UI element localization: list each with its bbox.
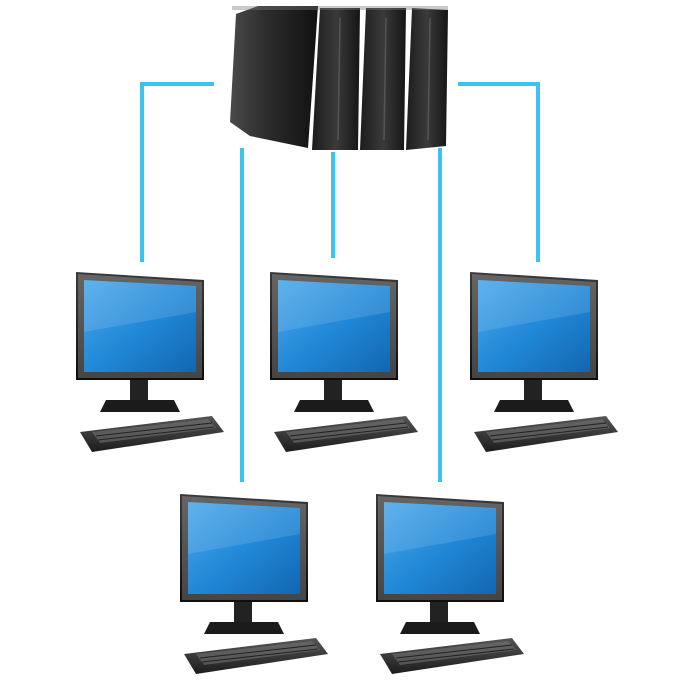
desktop-computer-icon <box>376 494 525 675</box>
server-unit <box>312 8 360 150</box>
desktop-computer-icon <box>180 494 329 675</box>
connection-line-workstation-1 <box>140 82 214 262</box>
desktop-computer-icon <box>76 272 225 453</box>
server-unit <box>360 8 406 150</box>
server-rack-icon <box>230 6 448 150</box>
connection-lines <box>140 82 540 482</box>
desktop-computer-icon <box>470 272 619 453</box>
server-unit <box>406 8 448 150</box>
desktop-computer-icon <box>270 272 419 453</box>
connection-line-workstation-3 <box>458 82 540 262</box>
